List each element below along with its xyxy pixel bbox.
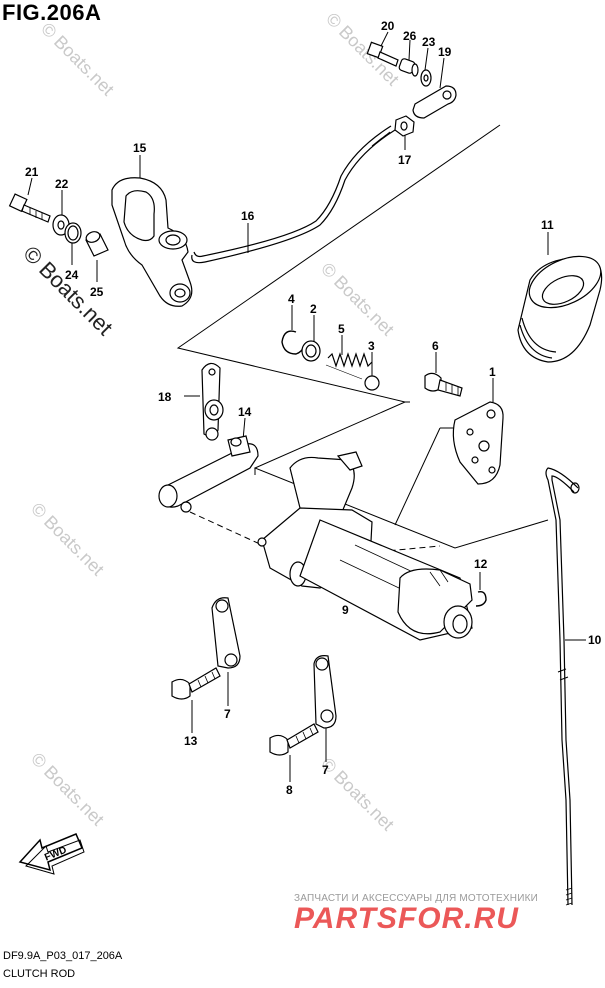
callout-7: 7 bbox=[224, 707, 231, 721]
callout-4: 4 bbox=[288, 292, 295, 306]
callout-3: 3 bbox=[368, 339, 375, 353]
phantom-outline bbox=[176, 124, 549, 561]
callout-15: 15 bbox=[133, 141, 147, 155]
shop-tagline: ЗАПЧАСТИ И АКСЕССУАРЫ ДЛЯ МОТОТЕХНИКИ bbox=[294, 893, 539, 904]
watermark: © Boats.net bbox=[27, 499, 108, 580]
leader-lines bbox=[27, 31, 586, 782]
figure-caption: CLUTCH ROD bbox=[3, 968, 76, 980]
callout-7: 7 bbox=[322, 763, 329, 777]
callout-22: 22 bbox=[55, 177, 69, 191]
bolt-part-6 bbox=[424, 372, 463, 397]
o-ring-part-24 bbox=[64, 222, 82, 244]
shop-logo[interactable]: PARTSFOR.RU bbox=[294, 902, 519, 935]
washer-part-2 bbox=[301, 340, 321, 362]
shift-lever-part-14 bbox=[158, 435, 259, 513]
callout-21: 21 bbox=[25, 165, 39, 179]
circlip-part-12 bbox=[475, 590, 487, 607]
callout-16: 16 bbox=[241, 209, 255, 223]
figure-title: FIG.206A bbox=[2, 0, 102, 25]
grommet-part-11 bbox=[517, 255, 603, 363]
figure-code: DF9.9A_P03_017_206A bbox=[3, 950, 123, 962]
callout-2: 2 bbox=[310, 302, 317, 316]
fwd-arrow-icon: FWD bbox=[18, 833, 85, 875]
callout-23: 23 bbox=[422, 35, 436, 49]
callout-25: 25 bbox=[90, 285, 104, 299]
watermark: © Boats.net bbox=[317, 754, 398, 835]
long-rod-part-10 bbox=[545, 467, 580, 906]
bolt-part-21 bbox=[8, 193, 51, 223]
watermark: © Boats.net bbox=[317, 259, 398, 340]
callout-numbers: 20 26 23 19 17 15 16 21 22 24 25 11 4 2 … bbox=[25, 19, 602, 797]
callout-20: 20 bbox=[381, 19, 395, 33]
lever-part-15 bbox=[111, 177, 193, 307]
watermark: © Boats.net bbox=[27, 749, 108, 830]
plate-part-1 bbox=[452, 401, 504, 485]
clutch-rod-part-16 bbox=[191, 125, 396, 264]
callout-26: 26 bbox=[403, 29, 417, 43]
callout-10: 10 bbox=[588, 633, 602, 647]
callout-18: 18 bbox=[158, 390, 172, 404]
circlip-part-4 bbox=[281, 330, 305, 355]
callout-1: 1 bbox=[489, 365, 496, 379]
ball-part-3 bbox=[364, 375, 380, 391]
callout-11: 11 bbox=[541, 218, 554, 232]
bolt-part-20 bbox=[366, 41, 399, 67]
spring-part-5 bbox=[325, 352, 373, 380]
link-plate-part-7a bbox=[211, 597, 241, 669]
watermark: © Boats.net bbox=[37, 19, 118, 100]
link-plate-part-7b bbox=[313, 655, 337, 729]
callout-12: 12 bbox=[474, 557, 488, 571]
callout-8: 8 bbox=[286, 783, 293, 797]
collar-part-25 bbox=[85, 231, 109, 257]
washer-part-23 bbox=[420, 69, 432, 87]
rod-joint-part-19 bbox=[412, 85, 457, 119]
callout-19: 19 bbox=[438, 45, 452, 59]
callout-9: 9 bbox=[342, 603, 349, 617]
shop-banner[interactable]: ЗАПЧАСТИ И АКСЕССУАРЫ ДЛЯ МОТОТЕХНИКИ PA… bbox=[294, 893, 604, 936]
callout-6: 6 bbox=[432, 339, 439, 353]
callout-17: 17 bbox=[398, 153, 412, 167]
shift-shaft-part-9 bbox=[257, 451, 473, 641]
callout-5: 5 bbox=[338, 322, 345, 336]
link-plate-part-18 bbox=[201, 362, 224, 441]
callout-14: 14 bbox=[238, 405, 252, 419]
collar-part-26 bbox=[398, 58, 419, 77]
nut-part-17 bbox=[394, 115, 415, 137]
bolt-part-8 bbox=[269, 723, 319, 756]
callout-13: 13 bbox=[184, 734, 198, 748]
bolt-part-13 bbox=[171, 667, 221, 700]
callout-24: 24 bbox=[65, 268, 79, 282]
